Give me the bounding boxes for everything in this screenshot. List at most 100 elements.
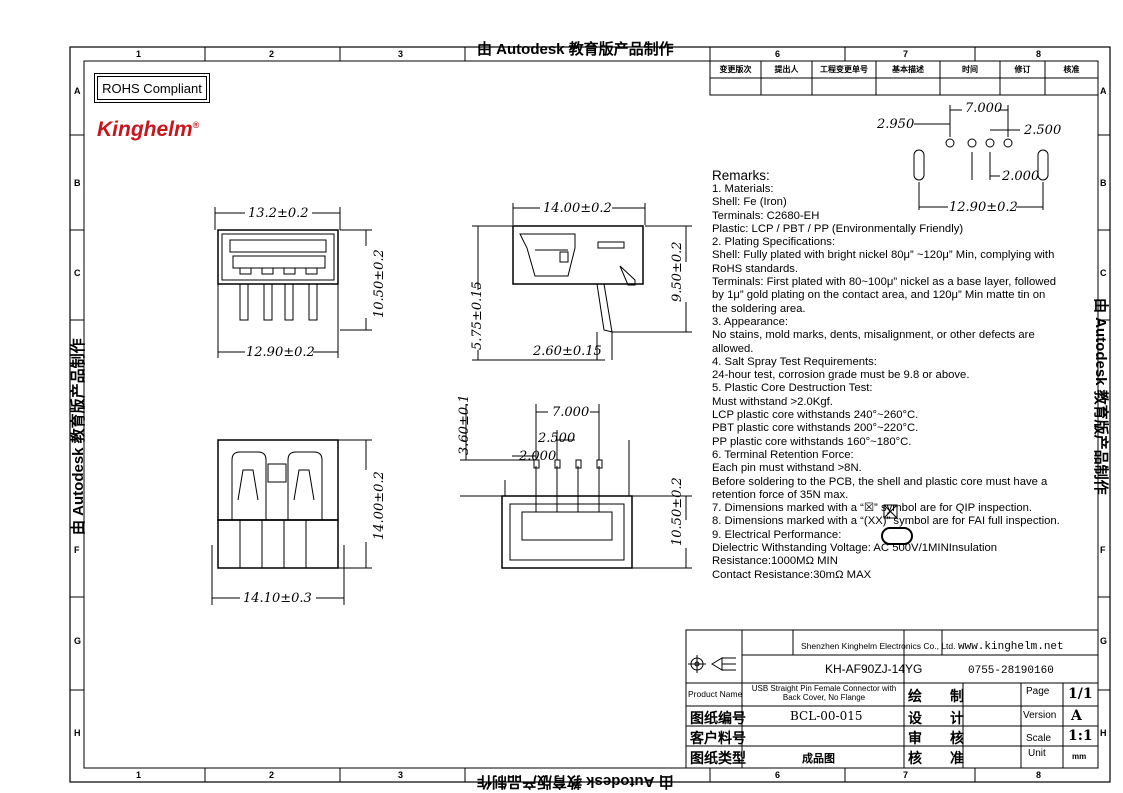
remarks-line: No stains, mold marks, dents, misalignme… — [712, 329, 1035, 355]
remarks-line: 8. Dimensions marked with a “(XX)” symbo… — [712, 515, 1060, 528]
zone-row-c-right: C — [1100, 268, 1107, 278]
remarks-line: 24-hour test, corrosion grade must be 9.… — [712, 369, 970, 382]
footprint-dim-2950: 2.950 — [877, 117, 915, 132]
side-dim-260: 2.60±0.15 — [533, 344, 602, 359]
tb-review-label: 审 核 — [908, 731, 964, 747]
remarks-line: Terminals: First plated with 80~100μ” ni… — [712, 276, 1057, 315]
tb-page: 1/1 — [1068, 686, 1093, 702]
tb-scale: 1:1 — [1068, 728, 1093, 744]
tb-unit-label: Unit — [1028, 748, 1046, 759]
watermark-left: 由 Autodesk 教育版产品制作 — [70, 338, 87, 535]
rev-header-approved: 核准 — [1063, 65, 1080, 74]
tb-draw-label: 绘 制 — [908, 689, 964, 705]
zone-col-8-top: 8 — [1036, 49, 1042, 59]
tb-website: www.kinghelm.net — [958, 641, 1064, 653]
remarks-line: Plastic: LCP / PBT / PP (Environmentally… — [712, 222, 964, 235]
zone-row-g-right: G — [1100, 636, 1108, 646]
tb-unit: mm — [1072, 752, 1087, 761]
remarks-heading: 1. Materials: — [712, 183, 774, 195]
remarks-heading: 9. Electrical Performance: — [712, 528, 842, 541]
side-dim-950: 9.50±0.2 — [670, 241, 685, 302]
remarks-heading: 5. Plastic Core Destruction Test: — [712, 382, 873, 395]
top-dim-height: 14.00±0.2 — [372, 471, 387, 540]
zone-col-6-bottom: 6 — [775, 770, 781, 780]
remarks-line: Each pin must withstand >8N. — [712, 462, 862, 475]
kinghelm-logo: Kinghelm® — [97, 118, 199, 142]
zone-col-1-bottom: 1 — [136, 770, 142, 780]
remarks-heading: 2. Plating Specifications: — [712, 236, 836, 249]
rev-header-revised: 修订 — [1014, 65, 1031, 74]
rev-header-time: 时间 — [962, 65, 978, 74]
tb-part-no: KH-AF90ZJ-14YG — [825, 662, 923, 676]
top-dim-width: 14.10±0.3 — [243, 591, 312, 606]
registered-mark: ® — [192, 120, 200, 130]
rev-header-proposer: 提出人 — [774, 65, 799, 74]
zone-col-2-bottom: 2 — [269, 770, 275, 780]
side-dim-575: 5.75±0.15 — [470, 281, 485, 350]
tb-type-label: 图纸类型 — [690, 751, 746, 767]
front-dim-width-bottom: 12.90±0.2 — [246, 345, 315, 360]
zone-row-f-left: F — [74, 545, 80, 555]
tb-scale-label: Scale — [1026, 733, 1052, 744]
remarks-line: Shell: Fully plated with bright nickel 8… — [712, 249, 1055, 275]
back-dim-7000: 7.000 — [552, 405, 590, 420]
tb-drawing-no: BCL-00-015 — [790, 709, 863, 723]
remarks-block: Remarks:1. Materials:Shell: Fe (Iron)Ter… — [712, 168, 1064, 582]
zone-row-a-right: A — [1100, 86, 1107, 96]
remarks-heading: 4. Salt Spray Test Requirements: — [712, 355, 877, 368]
zone-row-f-right: F — [1100, 545, 1106, 555]
zone-col-2-top: 2 — [269, 49, 275, 59]
remarks-heading: 3. Appearance: — [712, 315, 789, 328]
zone-row-b-right: B — [1100, 178, 1107, 188]
remarks-title: Remarks: — [712, 168, 770, 183]
remarks-line: Contact Resistance:30mΩ MAX — [712, 568, 872, 581]
rev-header-description: 基本描述 — [892, 65, 924, 74]
front-dim-height: 10.50±0.2 — [372, 249, 387, 318]
front-dim-width-top: 13.2±0.2 — [248, 206, 309, 221]
zone-row-h-left: H — [74, 728, 81, 738]
logo-text: Kinghelm — [97, 118, 193, 141]
tb-page-label: Page — [1026, 686, 1050, 697]
zone-col-1-top: 1 — [136, 49, 142, 59]
remarks-line: LCP plastic core withstands 240°~260°C. — [712, 409, 919, 422]
footprint-dim-2000: 2.000 — [1002, 169, 1040, 184]
rev-header-version: 变更版次 — [719, 65, 752, 74]
tb-version-label: Version — [1023, 710, 1057, 721]
back-dim-1050: 10.50±0.2 — [670, 477, 685, 546]
rev-header-ecn: 工程变更单号 — [820, 65, 868, 74]
zone-col-3-bottom: 3 — [398, 770, 404, 780]
rohs-badge: ROHS Compliant — [94, 73, 210, 103]
remarks-line: PBT plastic core withstands 200°~220°C. — [712, 422, 919, 435]
zone-col-3-top: 3 — [398, 49, 404, 59]
watermark-right: 由 Autodesk 教育版产品制作 — [1092, 298, 1109, 495]
watermark-bottom: 由 Autodesk 教育版产品制作 — [477, 773, 674, 790]
tb-type: 成品图 — [802, 752, 835, 765]
remarks-line: Before soldering to the PCB, the shell a… — [712, 475, 1048, 501]
tb-product-name-label: Product Name — [688, 689, 743, 699]
footprint-dim-2500: 2.500 — [1024, 123, 1062, 138]
zone-row-h-right: H — [1100, 728, 1107, 738]
tb-company: Shenzhen Kinghelm Electronics Co., Ltd. — [801, 641, 956, 651]
remarks-line: Shell: Fe (Iron) — [712, 196, 787, 209]
zone-row-a-left: A — [74, 86, 81, 96]
zone-col-6-top: 6 — [775, 49, 781, 59]
zone-row-c-left: C — [74, 268, 81, 278]
side-dim-length: 14.00±0.2 — [543, 201, 612, 216]
tb-drawing-no-label: 图纸编号 — [690, 711, 746, 727]
zone-col-8-bottom: 8 — [1036, 770, 1042, 780]
tb-customer-pn-label: 客户料号 — [690, 731, 746, 747]
tb-product-name: USB Straight Pin Female Connector with B… — [751, 684, 897, 702]
remarks-line: Dielectric Withstanding Voltage: AC 500V… — [712, 542, 998, 568]
zone-col-7-top: 7 — [903, 49, 909, 59]
footprint-dim-1290: 12.90±0.2 — [949, 200, 1018, 215]
back-dim-2000: 2.000 — [519, 449, 557, 464]
back-dim-360: 3.60±0.1 — [457, 394, 472, 455]
tb-phone: 0755-28190160 — [968, 665, 1054, 677]
watermark-top: 由 Autodesk 教育版产品制作 — [477, 41, 674, 58]
tb-approve-label: 核 准 — [908, 751, 964, 767]
remarks-line: PP plastic core withstands 160°~180°C. — [712, 435, 912, 448]
zone-col-7-bottom: 7 — [903, 770, 909, 780]
remarks-line: Terminals: C2680-EH — [712, 209, 820, 222]
zone-row-b-left: B — [74, 178, 81, 188]
